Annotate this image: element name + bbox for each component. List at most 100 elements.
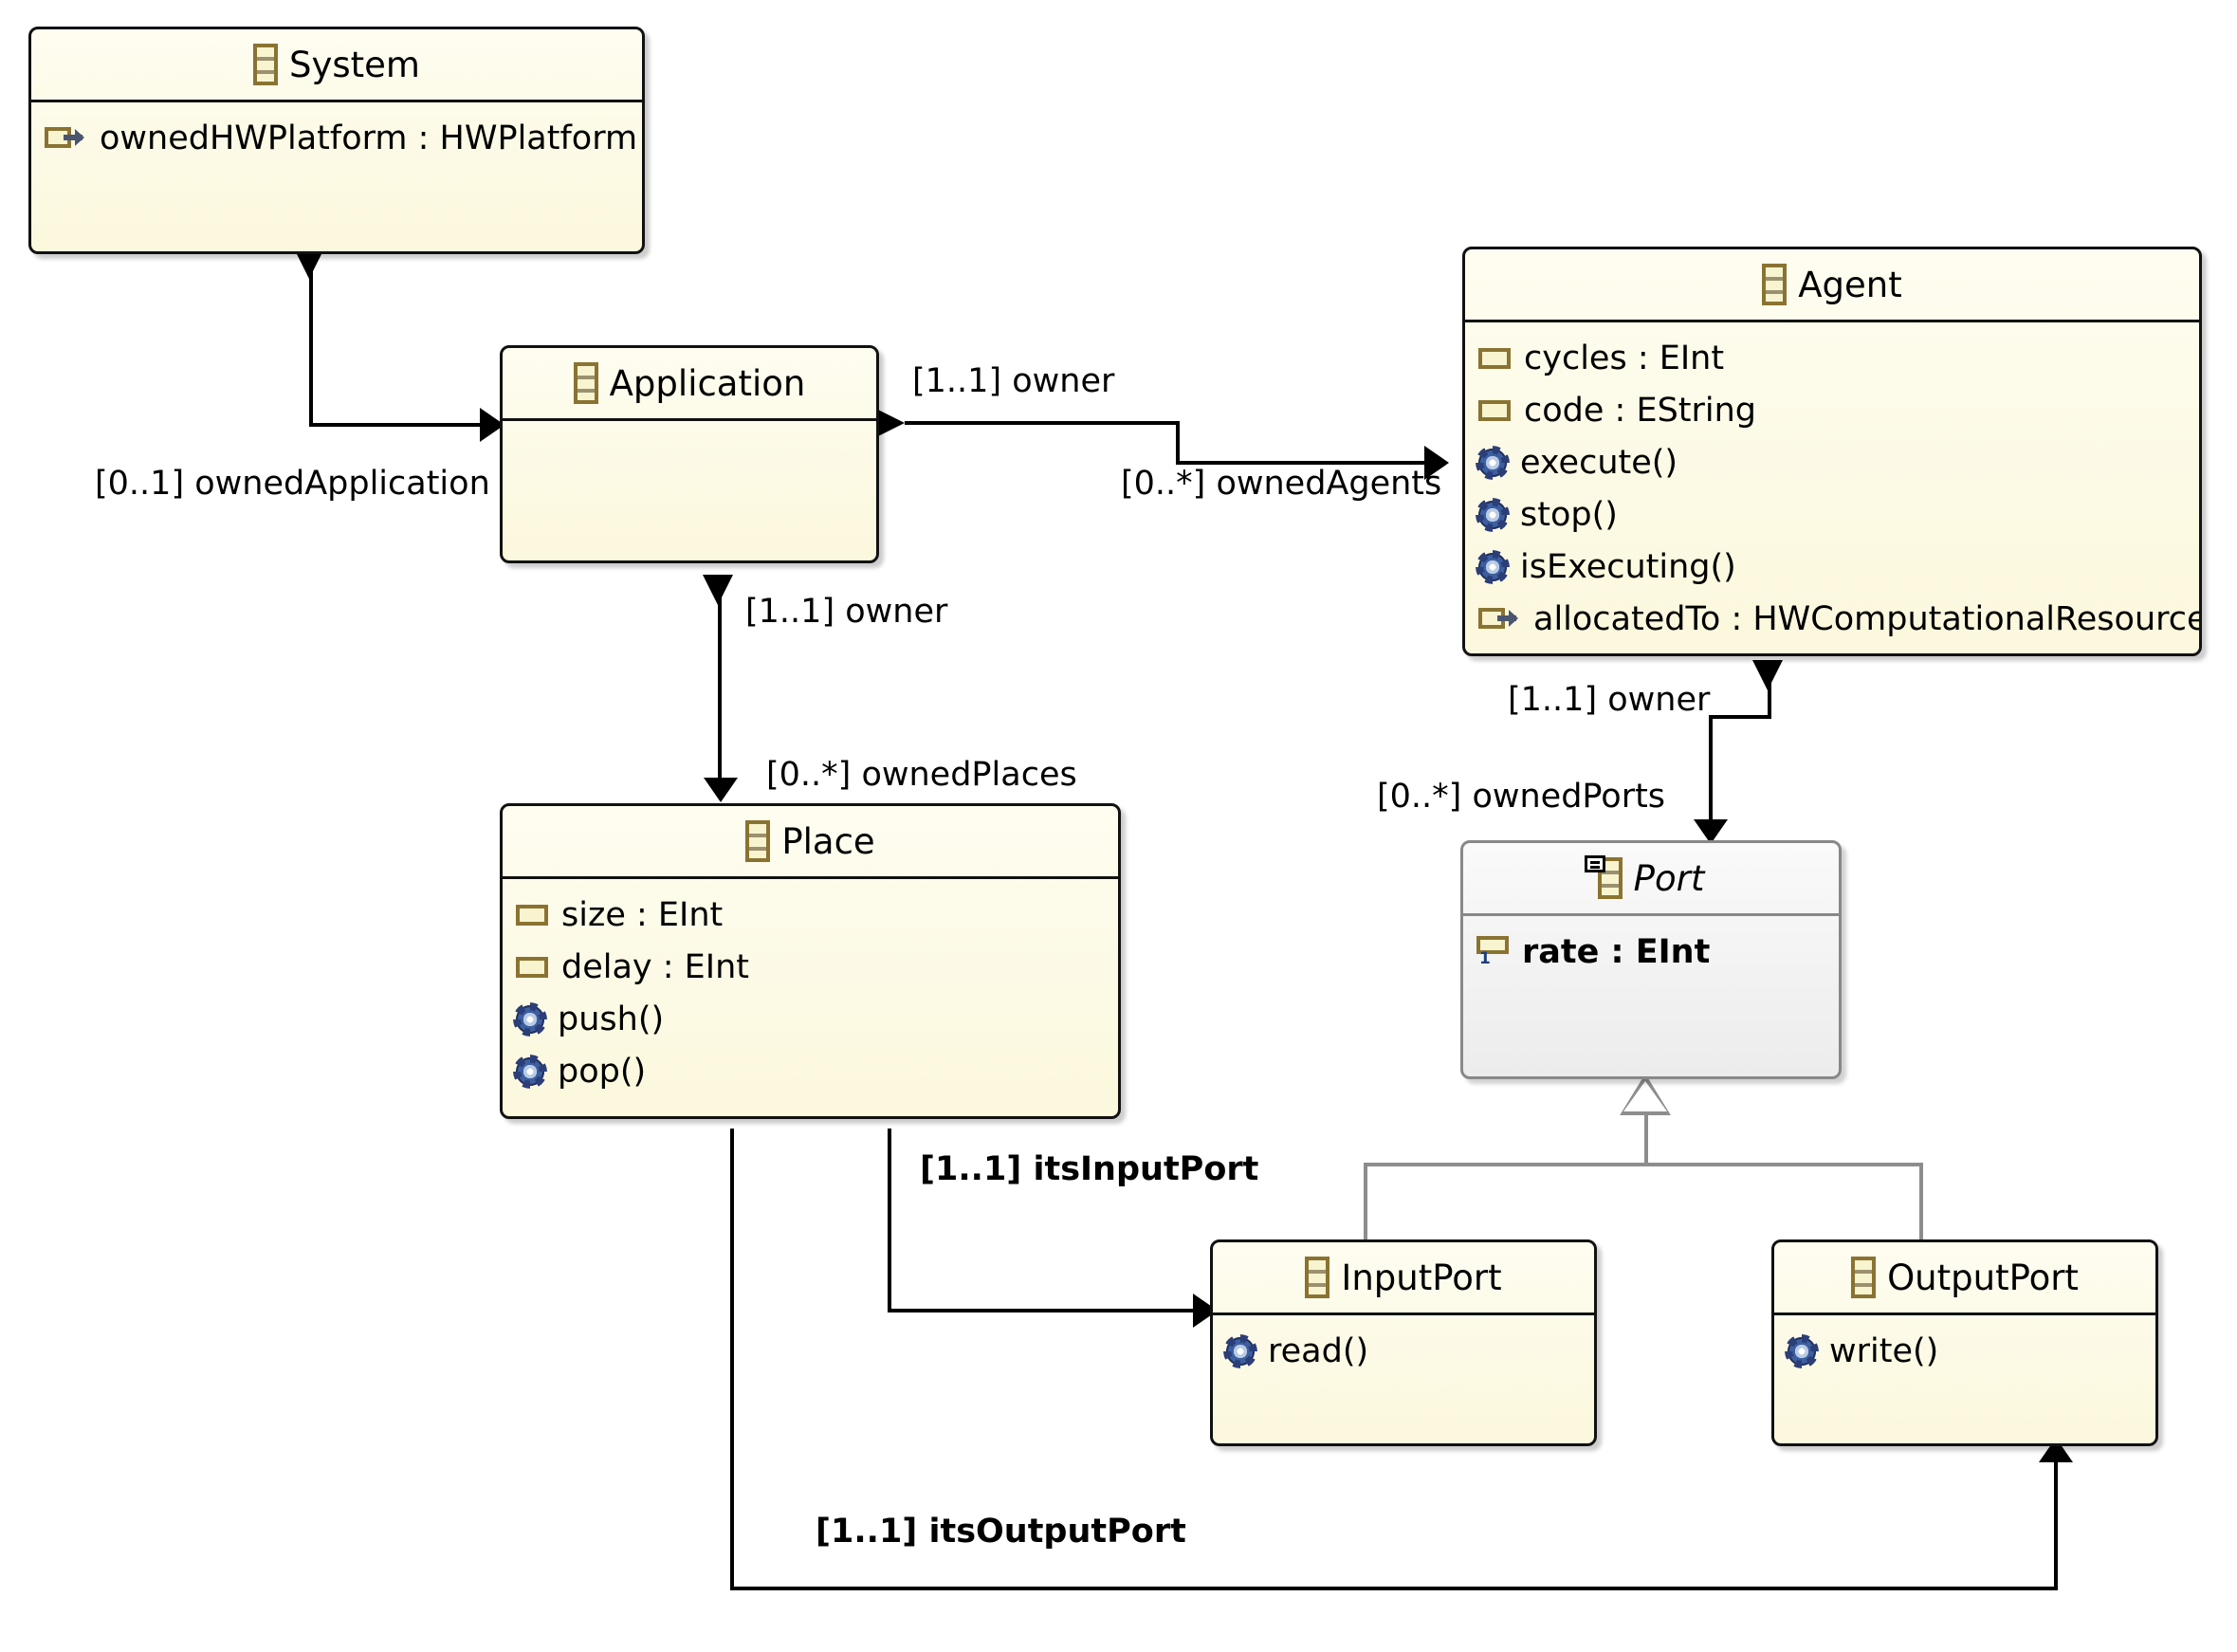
class-header-input-port: InputPort bbox=[1213, 1242, 1594, 1315]
edge-label-owned-agents: [0..*] ownedAgents bbox=[1121, 465, 1442, 503]
feature-label: write() bbox=[1829, 1331, 1939, 1370]
feature-label: rate : EInt bbox=[1522, 932, 1711, 971]
feature-label: cycles : EInt bbox=[1524, 339, 1725, 377]
feature-label: read() bbox=[1268, 1331, 1369, 1370]
class-header-agent: Agent bbox=[1465, 249, 2199, 322]
feature-label: size : EInt bbox=[561, 895, 724, 934]
feature-row[interactable]: cycles : EInt bbox=[1478, 332, 2186, 384]
edge-label-its-input-port: [1..1] itsInputPort bbox=[920, 1150, 1259, 1188]
feature-row[interactable]: ownedHWPlatform : HWPlatform bbox=[45, 112, 637, 164]
class-body-application bbox=[503, 421, 876, 431]
feature-label: isExecuting() bbox=[1520, 547, 1736, 586]
edge-label-owned-application: [0..1] ownedApplication bbox=[95, 465, 490, 503]
feature-row[interactable]: allocatedTo : HWComputationalResource bbox=[1478, 593, 2199, 645]
inheritance-drop-inputport bbox=[1364, 1163, 1367, 1277]
edge-application-agent-h1 bbox=[905, 421, 1180, 425]
class-body-port: 1 rate : EInt bbox=[1463, 916, 1839, 978]
class-title-port: Port bbox=[1633, 857, 1705, 899]
edge-agent-port-v1 bbox=[1768, 664, 1771, 719]
class-icon bbox=[1762, 264, 1788, 305]
attribute-icon bbox=[1478, 347, 1511, 369]
operation-icon bbox=[1478, 500, 1507, 529]
inheritance-triangle-icon bbox=[1620, 1074, 1671, 1115]
class-title-input-port: InputPort bbox=[1341, 1257, 1502, 1298]
class-box-output-port[interactable]: OutputPort write() bbox=[1771, 1239, 2158, 1446]
class-box-input-port[interactable]: InputPort read() bbox=[1210, 1239, 1597, 1446]
class-title-application: Application bbox=[609, 362, 806, 404]
edge-place-outputport-horizontal bbox=[730, 1587, 2058, 1590]
class-title-agent: Agent bbox=[1798, 264, 1902, 305]
inheritance-stem-port bbox=[1644, 1100, 1648, 1165]
feature-row[interactable]: stop() bbox=[1478, 488, 2186, 541]
class-icon bbox=[1305, 1257, 1330, 1298]
class-header-port: Port bbox=[1463, 843, 1839, 916]
feature-row[interactable]: execute() bbox=[1478, 436, 2186, 488]
edge-place-inputport-vertical bbox=[888, 1129, 891, 1312]
edge-application-agent-h2 bbox=[1176, 461, 1443, 465]
reference-icon bbox=[45, 126, 86, 151]
feature-label: pop() bbox=[558, 1052, 647, 1091]
feature-row[interactable]: push() bbox=[516, 993, 1105, 1045]
class-icon bbox=[745, 820, 771, 862]
reference-icon bbox=[1478, 607, 1520, 632]
attribute-icon bbox=[516, 904, 548, 926]
edge-system-application-horizontal bbox=[309, 423, 499, 427]
class-body-system: ownedHWPlatform : HWPlatform bbox=[31, 102, 642, 164]
composition-diamond-agent-port bbox=[1752, 660, 1783, 690]
edge-label-its-output-port: [1..1] itsOutputPort bbox=[816, 1513, 1186, 1551]
arrow-into-port bbox=[1694, 819, 1728, 844]
feature-label: stop() bbox=[1520, 495, 1618, 534]
class-body-output-port: write() bbox=[1774, 1315, 2155, 1377]
edge-agent-port-h bbox=[1709, 715, 1771, 719]
class-header-place: Place bbox=[503, 806, 1118, 879]
multiplicity-badge: 1 bbox=[1479, 948, 1491, 968]
feature-row[interactable]: delay : EInt bbox=[516, 941, 1105, 993]
feature-label: execute() bbox=[1520, 443, 1678, 482]
inheritance-drop-outputport bbox=[1919, 1163, 1923, 1277]
operation-icon bbox=[1478, 448, 1507, 477]
edge-place-outputport-v2 bbox=[2054, 1460, 2058, 1589]
class-icon bbox=[1584, 855, 1623, 899]
class-box-application[interactable]: Application bbox=[500, 345, 879, 563]
class-header-output-port: OutputPort bbox=[1774, 1242, 2155, 1315]
class-header-application: Application bbox=[503, 348, 876, 421]
edge-place-inputport-horizontal bbox=[888, 1309, 1210, 1312]
edge-label-owned-places: [0..*] ownedPlaces bbox=[766, 756, 1077, 794]
operation-icon bbox=[1478, 552, 1507, 581]
class-body-place: size : EInt delay : EInt push() pop() bbox=[503, 879, 1118, 1097]
class-body-agent: cycles : EInt code : EString execute() s… bbox=[1465, 322, 2199, 645]
edge-system-application-vertical bbox=[309, 251, 313, 427]
attribute-icon bbox=[1478, 399, 1511, 421]
feature-row[interactable]: read() bbox=[1226, 1325, 1581, 1377]
edge-application-place-vertical bbox=[718, 578, 722, 797]
class-box-system[interactable]: System ownedHWPlatform : HWPlatform bbox=[28, 27, 645, 254]
abstract-icon bbox=[1584, 855, 1605, 872]
class-box-agent[interactable]: Agent cycles : EInt code : EString execu… bbox=[1462, 247, 2202, 656]
operation-icon bbox=[1226, 1336, 1255, 1366]
feature-row[interactable]: pop() bbox=[516, 1045, 1105, 1097]
arrow-into-place bbox=[704, 778, 738, 802]
attribute-one-icon: 1 bbox=[1476, 935, 1509, 968]
class-body-input-port: read() bbox=[1213, 1315, 1594, 1377]
feature-row[interactable]: isExecuting() bbox=[1478, 541, 2186, 593]
feature-row[interactable]: write() bbox=[1788, 1325, 2142, 1377]
class-title-place: Place bbox=[781, 820, 875, 862]
class-box-port[interactable]: Port 1 rate : EInt bbox=[1460, 840, 1842, 1079]
composition-diamond-application-place bbox=[703, 575, 733, 605]
class-icon bbox=[253, 44, 278, 85]
class-title-output-port: OutputPort bbox=[1887, 1257, 2079, 1298]
operation-icon bbox=[1788, 1336, 1816, 1366]
feature-row[interactable]: size : EInt bbox=[516, 889, 1105, 941]
feature-label: push() bbox=[558, 1000, 665, 1038]
feature-label: allocatedTo : HWComputationalResource bbox=[1533, 599, 2199, 638]
edge-label-owned-ports: [0..*] ownedPorts bbox=[1377, 778, 1666, 816]
arrow-into-agent bbox=[1424, 446, 1449, 480]
operation-icon bbox=[516, 1056, 544, 1086]
edge-application-agent-v bbox=[1176, 421, 1180, 465]
inheritance-bus bbox=[1364, 1163, 1923, 1166]
edge-agent-port-v2 bbox=[1709, 715, 1713, 838]
feature-row[interactable]: 1 rate : EInt bbox=[1476, 926, 1825, 978]
class-box-place[interactable]: Place size : EInt delay : EInt push() po… bbox=[500, 803, 1121, 1119]
feature-row[interactable]: code : EString bbox=[1478, 384, 2186, 436]
